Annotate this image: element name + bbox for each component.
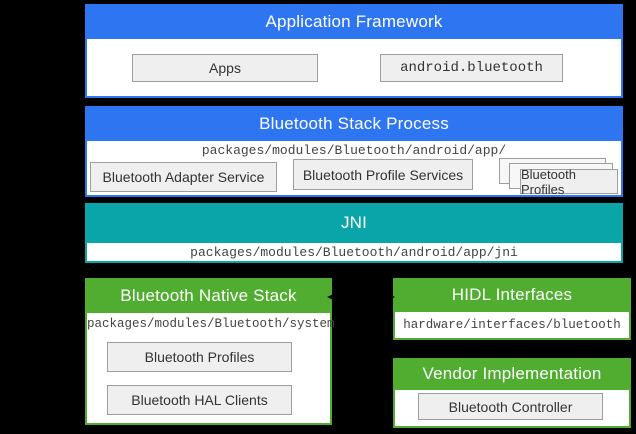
bluetooth-profiles-stack-box: Bluetooth Profiles: [520, 167, 618, 197]
vendor-implementation-title: Vendor Implementation: [422, 364, 602, 383]
bluetooth-profile-services-box: Bluetooth Profile Services: [293, 159, 473, 190]
bluetooth-adapter-service-box: Bluetooth Adapter Service: [90, 162, 277, 192]
hidl-interfaces-body: hardware/interfaces/bluetooth: [395, 312, 629, 338]
hidl-interfaces-title: HIDL Interfaces: [451, 285, 573, 304]
jni-block: JNI packages/modules/Bluetooth/android/a…: [85, 203, 623, 263]
stack-process-path: packages/modules/Bluetooth/android/app/: [201, 143, 507, 158]
jni-body: packages/modules/Bluetooth/android/app/j…: [87, 243, 621, 261]
bluetooth-controller-box: Bluetooth Controller: [418, 393, 603, 420]
bluetooth-stack-process-body: packages/modules/Bluetooth/android/app/ …: [87, 141, 621, 197]
bluetooth-stack-process-block: Bluetooth Stack Process packages/modules…: [85, 106, 623, 197]
jni-title: JNI: [340, 213, 368, 232]
native-to-hidl-bidirectional-arrow-icon: [327, 292, 395, 302]
application-framework-body: Apps android.bluetooth: [87, 39, 621, 96]
bluetooth-native-stack-title: Bluetooth Native Stack: [120, 285, 297, 305]
hidl-path: hardware/interfaces/bluetooth: [403, 318, 621, 332]
apps-box: Apps: [132, 54, 318, 82]
android-bluetooth-box: android.bluetooth: [380, 54, 563, 82]
application-framework-title: Application Framework: [265, 11, 443, 31]
bluetooth-native-stack-body: packages/modules/Bluetooth/system Blueto…: [87, 313, 335, 423]
bluetooth-native-stack-block: Bluetooth Native Stack packages/modules/…: [85, 278, 335, 425]
vendor-implementation-body: Bluetooth Controller: [395, 390, 629, 426]
hidl-interfaces-block: HIDL Interfaces hardware/interfaces/blue…: [393, 278, 631, 340]
bluetooth-stack-process-title: Bluetooth Stack Process: [259, 113, 449, 133]
vendor-implementation-block: Vendor Implementation Bluetooth Controll…: [393, 358, 631, 428]
bluetooth-profiles-box: Bluetooth Profiles: [107, 342, 292, 372]
application-framework-block: Application Framework Apps android.bluet…: [85, 4, 623, 98]
bluetooth-hal-clients-box: Bluetooth HAL Clients: [107, 385, 292, 415]
native-stack-path: packages/modules/Bluetooth/system: [87, 317, 335, 331]
jni-path: packages/modules/Bluetooth/android/app/j…: [190, 244, 518, 260]
